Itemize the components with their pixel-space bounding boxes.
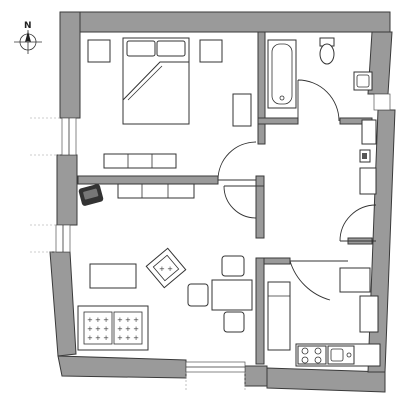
north-label: N [24,21,32,31]
windows [55,93,391,373]
doors [217,79,377,301]
wall-left-middle [56,154,78,226]
window-bath [373,93,391,111]
wall-bottom-right [266,367,386,393]
hall-cabinet-upper [361,119,377,145]
nightstand-right [199,39,223,63]
wall-bath-bottom-left [257,117,299,125]
telephone-icon [78,184,104,206]
door-entrance [339,204,377,242]
bathroom-furniture [267,37,373,109]
svg-text:+ + +: + + + [87,325,109,333]
dining-table [211,279,253,311]
hallway-furniture [359,119,377,195]
kitchen-table [267,281,291,351]
washbasin-icon [353,71,373,91]
door-living [223,185,257,219]
bathtub-icon [267,39,297,109]
wall-top [59,11,391,33]
kitchen-shelf [339,267,371,293]
wall-left-upper [59,11,81,119]
svg-text:+ + +: + + + [117,316,139,324]
kitchen-sink-icon [327,345,355,365]
double-bed-icon [122,37,190,125]
tv-stand [89,263,137,289]
wall-living-kitchen [255,257,265,365]
door-bedroom [217,141,257,181]
nightstand-left [87,39,111,63]
living-room-furniture: + + + + + + + + + + + + + + + + + + + + [77,183,253,351]
wall-mid-stub [255,175,265,187]
chair-top [221,255,245,277]
wall-living-hall [255,185,265,239]
chair-bottom [223,311,245,333]
walls [49,11,396,393]
wall-bedroom-bath [257,31,266,123]
chair-bedroom [232,93,252,127]
svg-text:+ +: + + [159,265,173,273]
bedroom-furniture [87,37,252,169]
wardrobe [103,153,177,169]
wall-bottom-left [57,355,187,379]
chair-left [187,283,209,307]
svg-text:+ + +: + + + [117,325,139,333]
door-bathroom [297,79,340,122]
door-kitchen [289,260,348,301]
sideboard [117,183,195,199]
armchair-icon: + + [145,247,187,289]
wall-kitchen-top [263,257,291,265]
wall-left-lower [49,251,77,357]
stove-icon [297,345,327,365]
wall-bottom-pillar [244,365,268,387]
svg-text:+ + +: + + + [87,334,109,342]
svg-text:+ + +: + + + [87,316,109,324]
compass-icon: N [14,21,42,54]
kitchen-cabinet [359,295,379,333]
kitchen-furniture [267,267,381,367]
wall-bedroom-living [77,175,219,185]
svg-text:+ + +: + + + [117,334,139,342]
hall-cabinet-lower [359,167,377,195]
guide-lines [30,117,246,392]
wall-hall-stub [257,123,266,145]
sofa-icon: + + + + + + + + + + + + + + + + + + [77,305,149,351]
toilet-icon [319,37,335,65]
